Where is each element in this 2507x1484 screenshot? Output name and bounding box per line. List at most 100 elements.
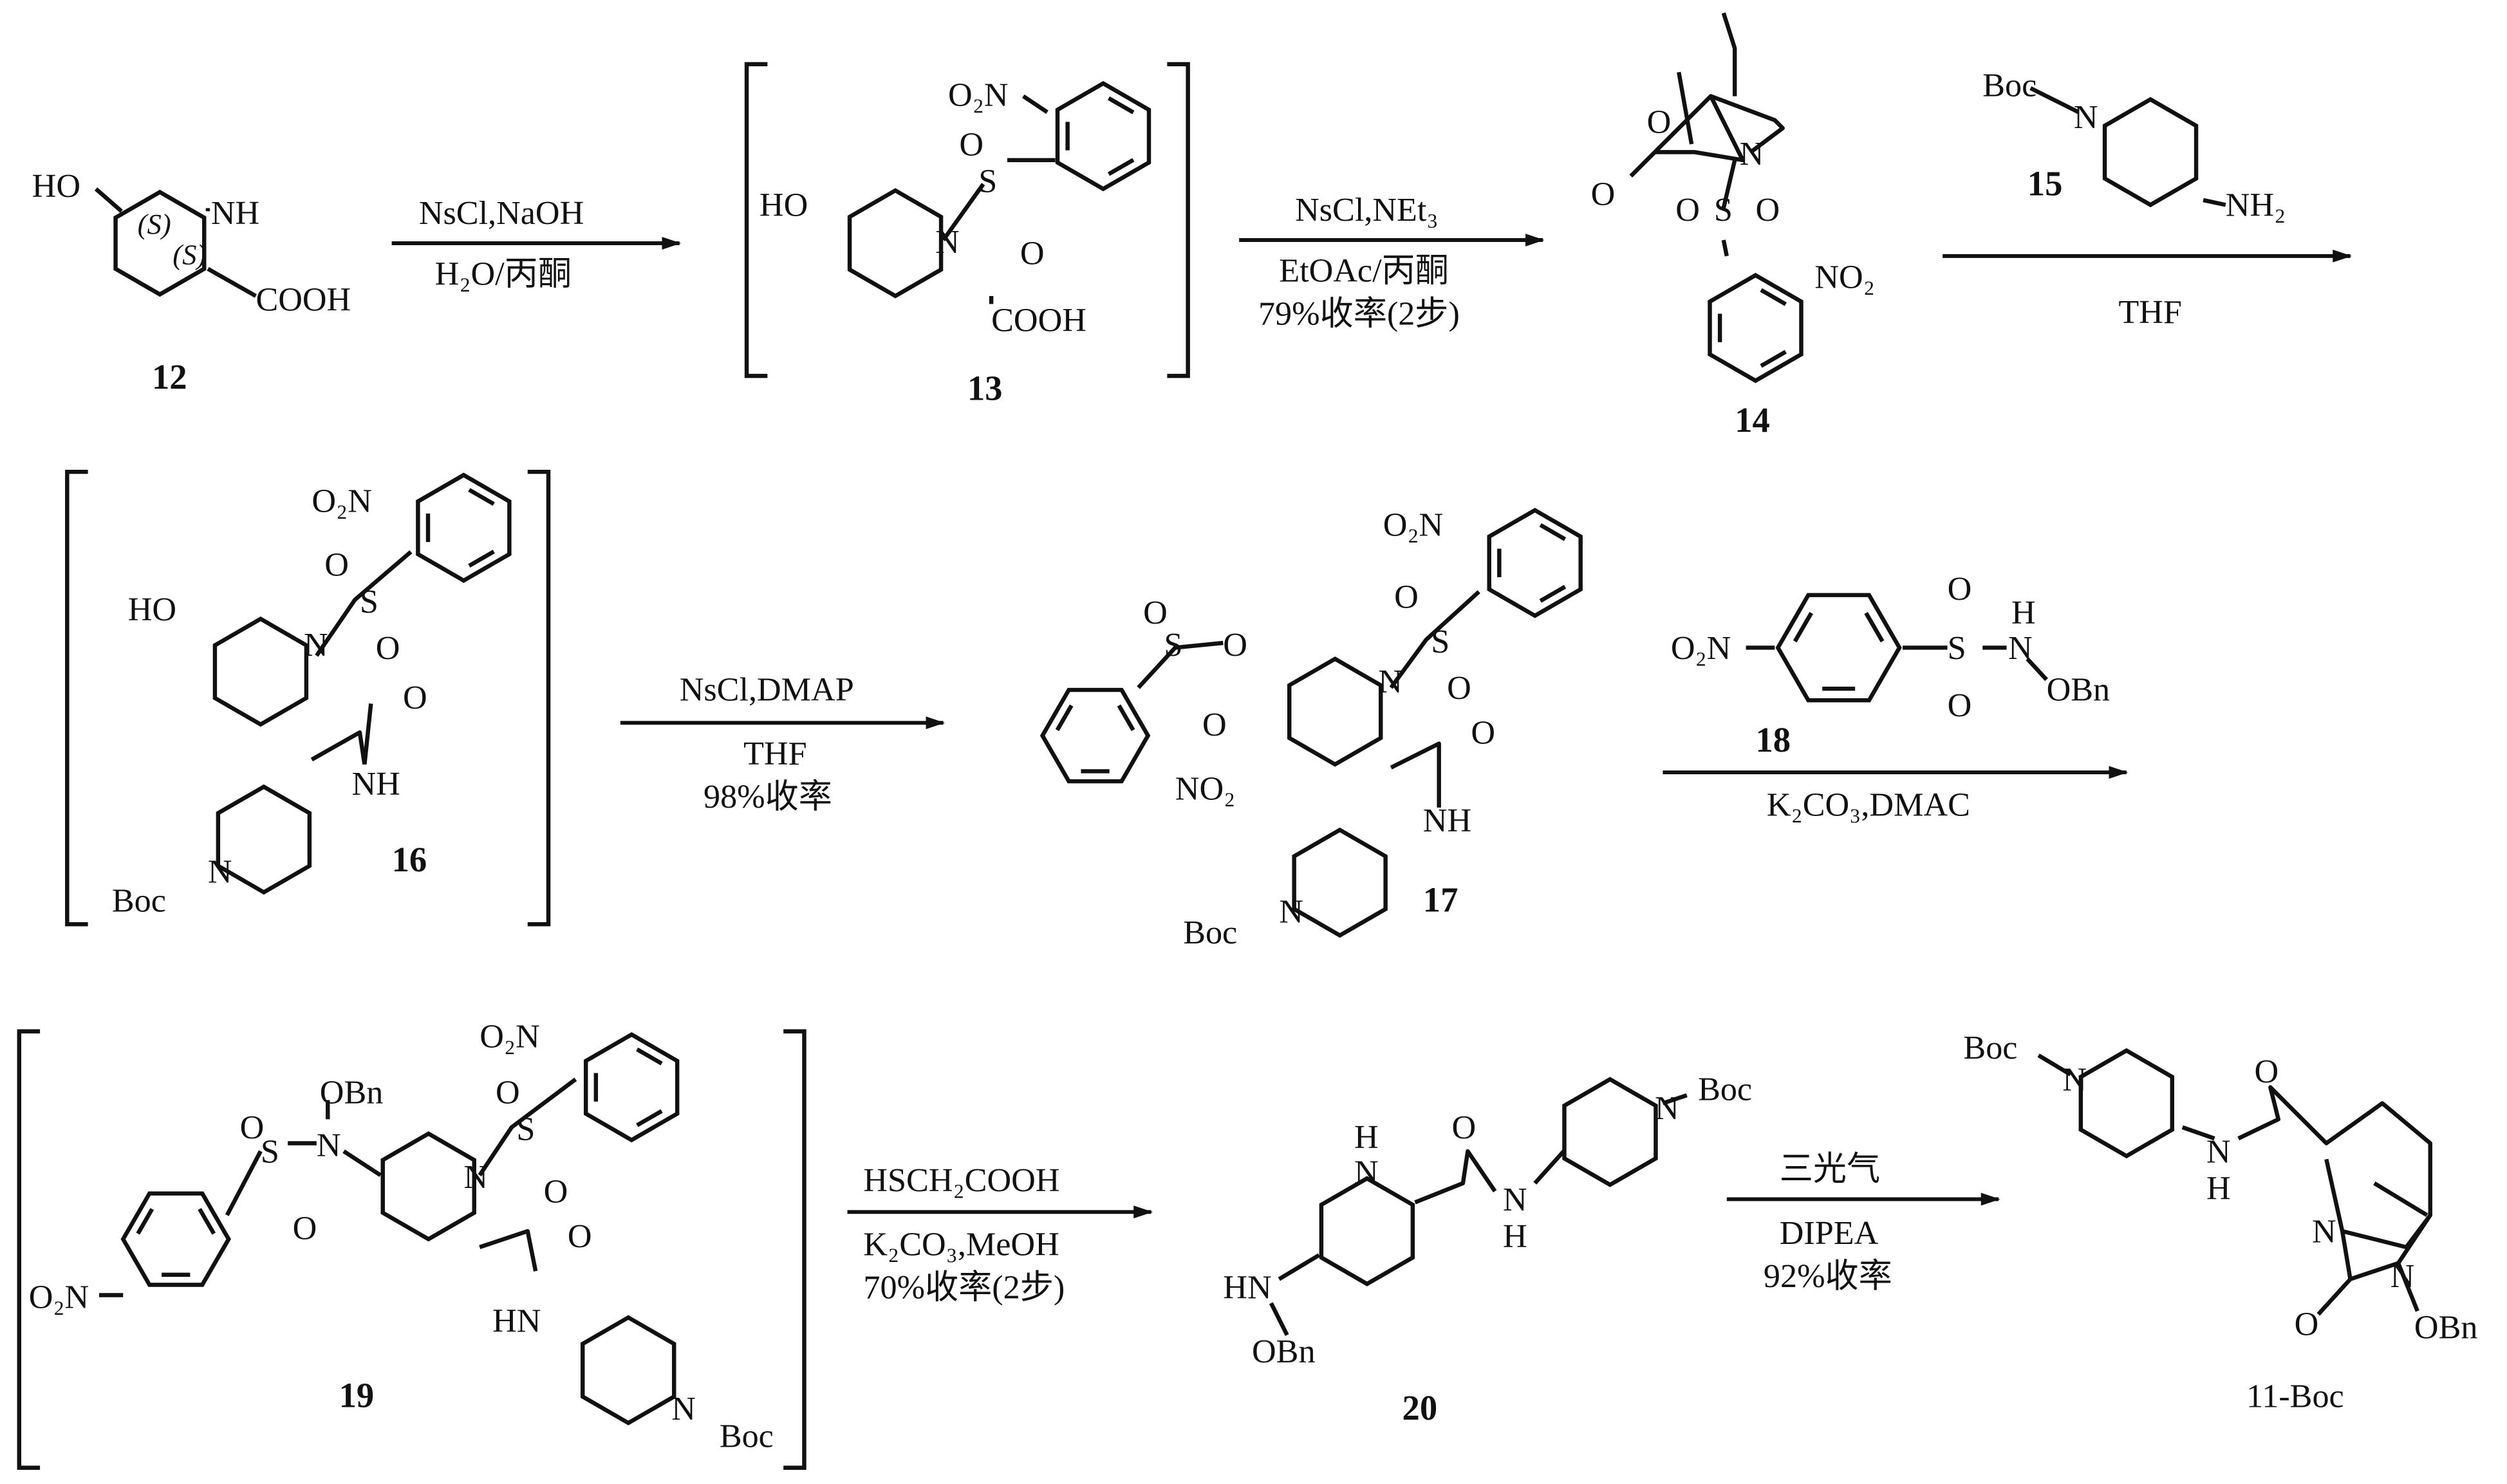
- compound-19: O₂N O₂N OBn N S O O N S O O O HN N Boc 1…: [29, 1018, 774, 1454]
- c16-n-pip: N: [208, 854, 232, 891]
- c14-s: S: [1714, 192, 1733, 228]
- bonds-20: [1269, 1093, 1688, 1337]
- c16-o2: O: [376, 630, 400, 667]
- ring-16-benzene-double-bond: [468, 550, 495, 568]
- c19-n-o: N: [317, 1127, 341, 1164]
- ring-19-piperidine: [380, 1131, 476, 1242]
- bracket-16-left: [65, 469, 88, 927]
- ring-14-benzene: [1708, 272, 1803, 384]
- compound-16: O₂N HO N S O O O NH N Boc 16: [112, 483, 427, 919]
- c11-o-amide: O: [2255, 1053, 2279, 1090]
- c16-ho: HO: [128, 591, 176, 628]
- step6-yield: 70%收率(2步): [863, 1269, 1065, 1306]
- ring-16-piperidine: [212, 616, 309, 727]
- c18-label: 18: [1755, 720, 1791, 759]
- ring-15-piperidine: [2102, 97, 2199, 208]
- c20-hn: HN: [1223, 1269, 1271, 1306]
- bonds-15: [2029, 86, 2226, 207]
- c18-h: H: [2011, 595, 2036, 631]
- c13-ho: HO: [760, 187, 808, 224]
- c19-s: S: [516, 1111, 535, 1148]
- bonds-14: [1629, 12, 1785, 257]
- bracket-13-right: [1167, 62, 1190, 378]
- bracket-16-right: [527, 469, 551, 927]
- c14-label: 14: [1735, 400, 1770, 440]
- c13-n: N: [935, 224, 960, 261]
- ring-19-benzene-left-double-bond: [136, 1208, 154, 1235]
- c18-no2: O₂N: [1671, 630, 1731, 667]
- c11-label: 11-Boc: [2246, 1378, 2344, 1414]
- bracket-13-left: [744, 62, 768, 378]
- c20-nh-n: N: [1503, 1182, 1527, 1218]
- bonds-19: [99, 1077, 577, 1297]
- bonds-18: [1746, 645, 2048, 682]
- ring-17-benzene-left: [1039, 687, 1151, 784]
- ring-16-amide-piperidine: [216, 784, 312, 895]
- c20-n: N: [1354, 1155, 1379, 1191]
- c13-o2: O: [1020, 235, 1045, 272]
- c15-n: N: [2074, 99, 2098, 136]
- ring-12-piperidine: [113, 189, 207, 297]
- c17-boc: Boc: [1183, 914, 1237, 951]
- step2-below: EtOAc/丙酮: [1279, 253, 1449, 290]
- c19-o2: O: [544, 1173, 568, 1210]
- step1-below: H₂O/丙酮: [435, 256, 572, 293]
- step2-yield: 79%收率(2步): [1258, 296, 1460, 333]
- c14-n: N: [1740, 136, 1764, 172]
- c20-h: H: [1354, 1119, 1379, 1156]
- c17-o2: O: [1447, 670, 1471, 707]
- c17-label: 17: [1423, 880, 1459, 919]
- ring-17-piperidine: [1287, 656, 1383, 767]
- c19-hn: HN: [492, 1303, 541, 1340]
- c11-n-pip: N: [2062, 1062, 2087, 1099]
- c13-no2: O₂N: [948, 77, 1009, 113]
- c13-cooh: COOH: [991, 302, 1086, 339]
- c18-obn: OBn: [2047, 671, 2111, 708]
- c13-label: 13: [967, 368, 1003, 407]
- step7-yield: 92%收率: [1764, 1258, 1892, 1295]
- c16-n: N: [304, 627, 328, 663]
- step6-below: K₂CO₃,MeOH: [863, 1226, 1059, 1263]
- step3-below: THF: [2118, 294, 2182, 331]
- ring-13-benzene-double-bond: [1107, 96, 1135, 115]
- ring-20-piperidine: [1319, 1176, 1415, 1286]
- c18-o2: O: [1948, 687, 1972, 724]
- step5-below: K₂CO₃,DMAC: [1767, 786, 1970, 823]
- c12-cooh: COOH: [256, 281, 351, 318]
- ring-17-benzene-top-double-bond: [1539, 584, 1567, 603]
- ring-19-benzene-top: [583, 1032, 680, 1143]
- c19-o-l2: O: [293, 1210, 317, 1247]
- c17-s-left: S: [1164, 627, 1182, 663]
- c17-n: N: [1378, 663, 1403, 700]
- c16-o1: O: [324, 547, 349, 584]
- bonds-13: [941, 94, 1056, 304]
- c19-obn: OBn: [320, 1074, 384, 1111]
- step1-above: NsCl,NaOH: [419, 195, 584, 232]
- c14-no2: NO₂: [1814, 259, 1875, 296]
- bonds-16: [310, 550, 413, 765]
- ring-17-benzene-left-double-bond: [1117, 704, 1135, 732]
- compound-15: Boc N NH₂ 15: [1982, 67, 2286, 223]
- c20-label: 20: [1403, 1388, 1438, 1427]
- bonds-11-boc: [2037, 1053, 2432, 1316]
- c19-o1: O: [496, 1074, 520, 1111]
- ring-16-benzene-double-bond: [468, 488, 495, 506]
- c18-o1: O: [1948, 571, 1972, 608]
- ring-17-amide-piperidine: [1292, 827, 1388, 938]
- bracket-19-left: [17, 1029, 41, 1470]
- ring-18-benzene-double-bond: [1793, 611, 1813, 643]
- c11-n2: N: [2391, 1258, 2415, 1295]
- bonds-17: [1137, 590, 1480, 808]
- c20-obn: OBn: [1252, 1333, 1316, 1370]
- c19-boc: Boc: [720, 1418, 774, 1454]
- c11-n1: N: [2312, 1214, 2336, 1250]
- c12-nh: NH: [211, 195, 259, 232]
- c15-boc: Boc: [1982, 67, 2036, 104]
- c14-o2: O: [1755, 192, 1780, 228]
- ring-13-piperidine: [847, 188, 944, 299]
- c11-boc: Boc: [1963, 1030, 2017, 1066]
- ring-19-benzene-top-double-bond: [636, 1109, 663, 1127]
- c13-o1: O: [959, 126, 983, 163]
- c17-n-pip: N: [1279, 894, 1303, 931]
- c17-no2-top: O₂N: [1383, 507, 1444, 544]
